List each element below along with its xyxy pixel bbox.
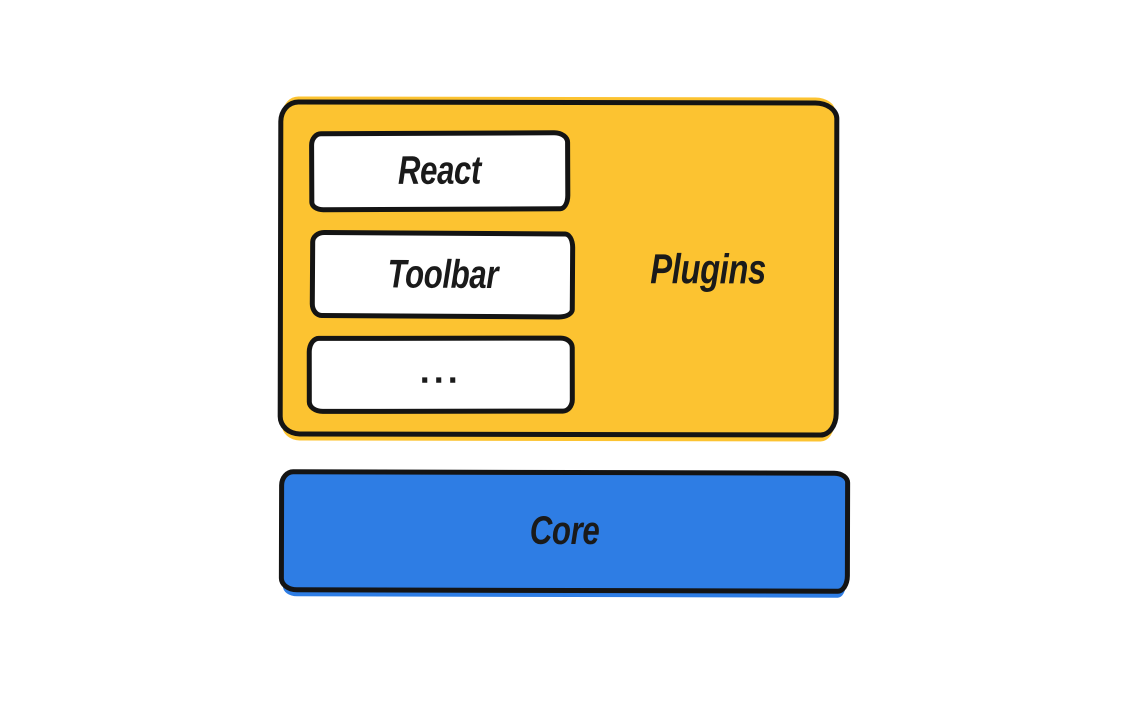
react-plugin-label: React xyxy=(398,148,482,193)
more-plugins-label: ... xyxy=(419,349,462,391)
plugins-group-label: Plugins xyxy=(650,244,766,292)
toolbar-plugin-label: Toolbar xyxy=(387,251,498,297)
toolbar-plugin-box: Toolbar xyxy=(309,229,576,320)
core-box: Core xyxy=(278,469,851,594)
plugins-group-label-wrap: Plugins xyxy=(577,105,840,433)
more-plugins-box: ... xyxy=(306,335,575,414)
react-plugin-box: React xyxy=(309,130,571,213)
plugins-group-box: React Toolbar ... Plugins xyxy=(277,99,840,438)
core-label: Core xyxy=(529,508,600,554)
